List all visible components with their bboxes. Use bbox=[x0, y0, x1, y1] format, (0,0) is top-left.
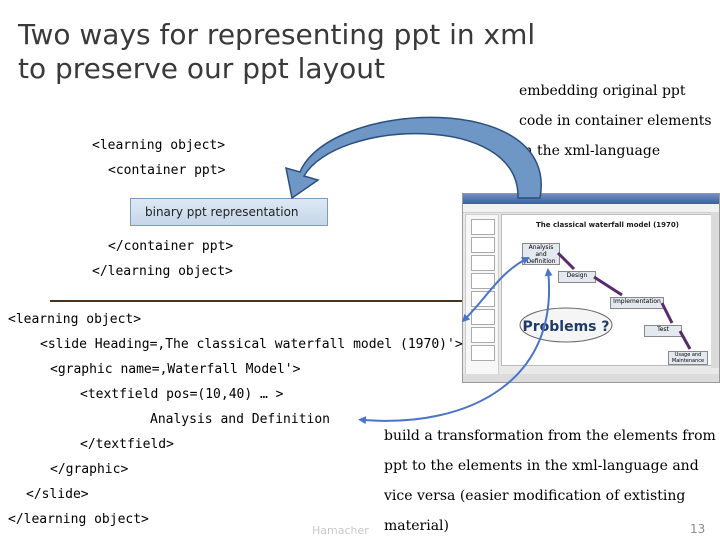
title-line-2: to preserve our ppt layout bbox=[18, 52, 386, 85]
separator-line bbox=[50, 300, 520, 302]
waterfall-arrow bbox=[660, 302, 674, 324]
bottom-note-line-4: material) bbox=[384, 518, 449, 534]
code-bottom-line-2: <slide Heading=,The classical waterfall … bbox=[40, 337, 463, 352]
code-bottom-line-1: <learning object> bbox=[8, 312, 142, 327]
code-bottom-line-3: <graphic name=,Waterfall Model'> bbox=[50, 362, 301, 377]
thumbnail bbox=[471, 273, 495, 289]
code-bottom-line-5: Analysis and Definition bbox=[150, 412, 331, 427]
code-top-line-1: <learning object> bbox=[92, 138, 226, 153]
thumbnail bbox=[471, 237, 495, 253]
thumbnail bbox=[471, 327, 495, 343]
code-bottom-line-7: </graphic> bbox=[50, 462, 129, 477]
waterfall-box-label: Test bbox=[657, 326, 669, 333]
bottom-note-line-1: build a transformation from the elements… bbox=[384, 428, 716, 444]
title-line-1: Two ways for representing ppt in xml bbox=[18, 18, 536, 51]
screenshot-statusbar bbox=[463, 374, 719, 382]
thumbnail bbox=[471, 309, 495, 325]
footer-text: Hamacher bbox=[312, 524, 369, 537]
top-note-line-1: embedding original ppt bbox=[519, 83, 686, 99]
waterfall-arrow bbox=[678, 330, 692, 350]
curved-arrow bbox=[285, 116, 542, 200]
code-bottom-line-8: </slide> bbox=[26, 487, 89, 502]
code-bottom-line-6: </textfield> bbox=[80, 437, 174, 452]
waterfall-arrow bbox=[593, 275, 623, 297]
screenshot-thumbnail-pane bbox=[465, 214, 499, 376]
top-note-line-2: code in container elements bbox=[519, 113, 712, 129]
thumbnail bbox=[471, 255, 495, 271]
waterfall-box-label: Design bbox=[566, 272, 588, 279]
screenshot-slide-title: The classical waterfall model (1970) bbox=[536, 221, 679, 229]
top-note-line-3: in the xml-language bbox=[519, 143, 661, 159]
screenshot-scrollbar bbox=[711, 212, 719, 368]
thumbnail bbox=[471, 345, 495, 361]
bottom-note-line-2: ppt to the elements in the xml-language … bbox=[384, 458, 699, 474]
problems-callout: Problems ? bbox=[519, 307, 613, 343]
screenshot-menubar bbox=[463, 204, 719, 213]
slide-title: Two ways for representing ppt in xml to … bbox=[18, 18, 618, 86]
waterfall-box-label: Implementation bbox=[613, 298, 661, 305]
waterfall-box-label: Analysis and Definition bbox=[526, 244, 556, 265]
code-bottom-line-4: <textfield pos=(10,40) … > bbox=[80, 387, 284, 402]
waterfall-box-analysis: Analysis and Definition bbox=[522, 243, 560, 265]
binary-representation-label: binary ppt representation bbox=[145, 205, 299, 219]
waterfall-box-implementation: Implementation bbox=[610, 297, 664, 309]
waterfall-arrow bbox=[556, 251, 576, 271]
thumbnail bbox=[471, 219, 495, 235]
code-top-line-2: <container ppt> bbox=[108, 163, 226, 178]
waterfall-box-usage: Usage and Maintenance bbox=[668, 351, 708, 365]
binary-representation-box: binary ppt representation bbox=[130, 198, 328, 226]
code-bottom-line-9: </learning object> bbox=[8, 512, 149, 527]
screenshot-titlebar bbox=[463, 194, 719, 204]
waterfall-box-design: Design bbox=[558, 271, 596, 283]
waterfall-box-label: Usage and Maintenance bbox=[671, 352, 705, 364]
ppt-screenshot: The classical waterfall model (1970) Ana… bbox=[462, 193, 720, 383]
bottom-note-line-3: vice versa (easier modification of extis… bbox=[384, 488, 686, 504]
thumbnail bbox=[471, 291, 495, 307]
callout-text: Problems ? bbox=[522, 319, 609, 335]
waterfall-arrows bbox=[556, 251, 692, 350]
code-top-line-4: </learning object> bbox=[92, 264, 233, 279]
code-top-line-3: </container ppt> bbox=[108, 239, 234, 254]
page-number: 13 bbox=[690, 522, 706, 536]
